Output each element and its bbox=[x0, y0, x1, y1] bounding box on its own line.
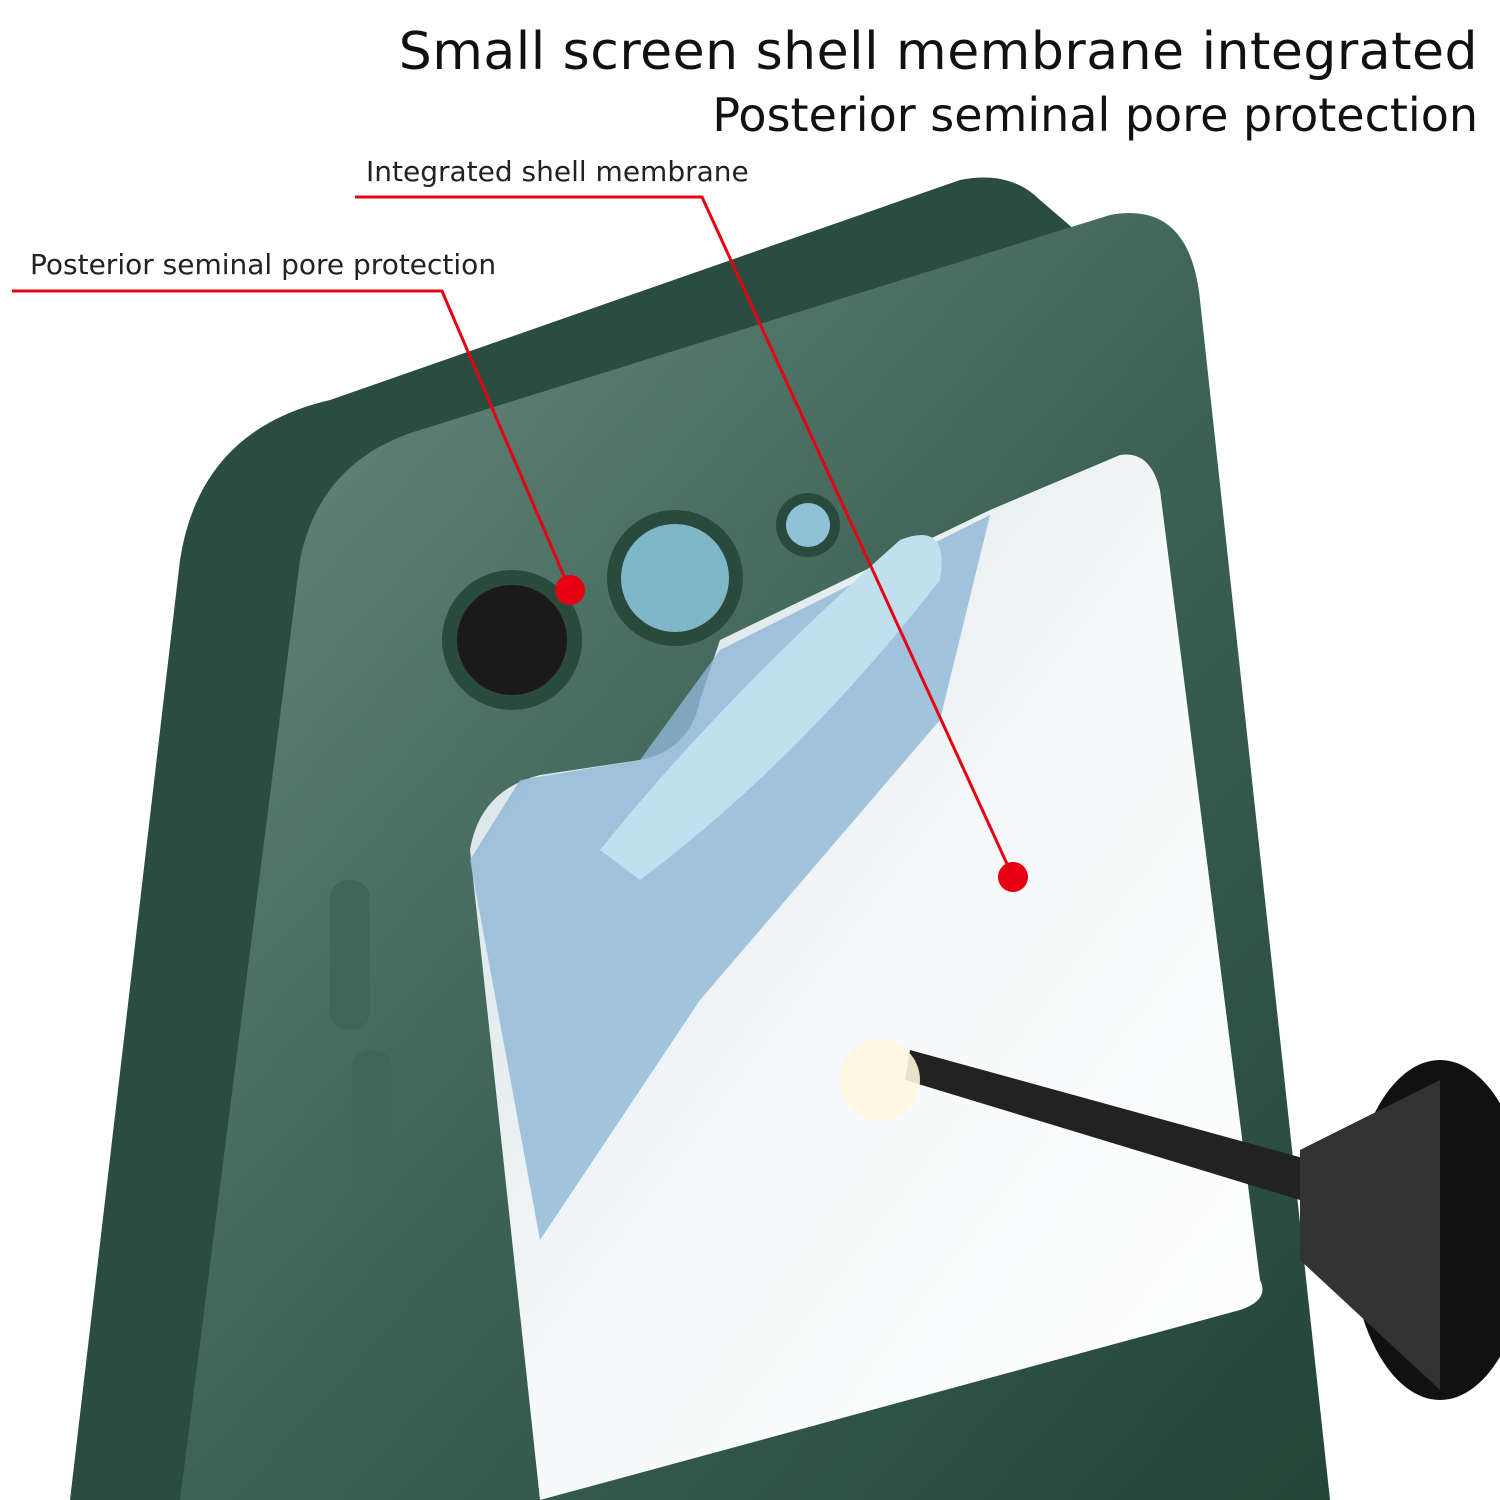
callout-dot-shell-membrane bbox=[998, 862, 1028, 892]
camera-cutouts bbox=[442, 493, 840, 710]
callout-line-shell-membrane bbox=[355, 195, 1015, 878]
side-button-lower bbox=[352, 1050, 392, 1190]
camera-lens-1 bbox=[457, 585, 567, 695]
flash-hole bbox=[786, 503, 830, 547]
headline-subtitle: Posterior seminal pore protection bbox=[712, 88, 1478, 142]
cover-screen-window bbox=[470, 454, 1263, 1500]
impact-glow bbox=[840, 1040, 920, 1120]
side-button-upper bbox=[330, 880, 370, 1030]
drill-bit bbox=[905, 1050, 1310, 1200]
screen-wallpaper bbox=[470, 515, 990, 1240]
callout-label-shell-membrane: Integrated shell membrane bbox=[366, 155, 749, 188]
callout-label-pore-protection: Posterior seminal pore protection bbox=[30, 248, 497, 281]
drill-body bbox=[1300, 1080, 1440, 1390]
camera-lens-2 bbox=[621, 524, 729, 632]
headline-title: Small screen shell membrane integrated bbox=[398, 22, 1478, 82]
wallpaper-ribbon bbox=[600, 535, 942, 880]
callout-dot-pore-protection bbox=[555, 575, 585, 605]
callout-line-pore-protection bbox=[12, 289, 572, 591]
drill-illustration bbox=[905, 1050, 1500, 1400]
